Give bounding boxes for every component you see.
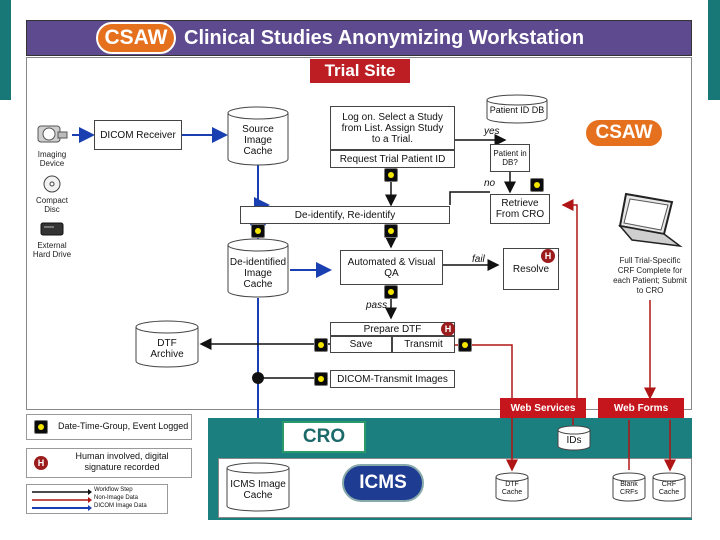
dtf-archive: DTF Archive: [135, 320, 199, 368]
device-label-hdd: External Hard Drive: [32, 241, 72, 259]
retrieve-from-cro-box: Retrieve From CRO: [490, 194, 550, 224]
icms-image-cache: ICMS Image Cache: [226, 462, 290, 512]
dicom-transmit-box: DICOM-Transmit Images: [330, 370, 455, 388]
event-dot-deid: [251, 224, 265, 238]
laptop-icon: [612, 190, 684, 252]
legend-line-samples: [32, 489, 92, 511]
legend-event-dot: [34, 420, 48, 434]
web-forms-label: Web Forms: [598, 398, 684, 418]
cro-title: CRO: [282, 421, 366, 453]
patient-id-db: Patient ID DB: [486, 94, 548, 124]
legend-event-box: [26, 414, 192, 440]
event-dot-qa: [384, 285, 398, 299]
right-accent-bar: [708, 0, 720, 100]
legend-human-badge: H: [34, 456, 48, 470]
header-title: Clinical Studies Anonymizing Workstation: [184, 27, 585, 49]
edge-label-yes: yes: [484, 126, 500, 137]
transmit-box: Transmit: [392, 336, 455, 353]
logon-box: Log on. Select a Study from List. Assign…: [330, 106, 455, 150]
event-dot-patient: [530, 178, 544, 192]
prepare-dtf-box: Prepare DTF: [330, 322, 455, 336]
human-badge-prepare: H: [441, 322, 455, 336]
hard-drive-icon: [40, 220, 64, 238]
dtf-cache: DTF Cache: [495, 472, 529, 502]
event-dot-transmit: [458, 338, 472, 352]
event-dot-dicom: [314, 372, 328, 386]
save-box: Save: [330, 336, 392, 353]
icms-oval: ICMS: [342, 464, 424, 502]
human-badge-resolve: H: [541, 249, 555, 263]
left-accent-bar: [0, 0, 11, 100]
web-services-label: Web Services: [500, 398, 586, 418]
edge-label-fail: fail: [472, 254, 485, 265]
edge-label-no: no: [484, 178, 496, 189]
deidentified-image-cache: De-identified Image Cache: [227, 238, 289, 298]
crf-note: Full Trial-Specific CRF Complete for eac…: [613, 256, 687, 295]
deidentify-box: De-identify, Re-identify: [240, 206, 450, 224]
source-image-cache: Source Image Cache: [227, 106, 289, 166]
legend-nonimage-label: Non-Image Data: [94, 495, 139, 501]
event-dot-request: [384, 168, 398, 182]
device-label-imaging: Imaging Device: [37, 150, 67, 168]
crf-cache: CRF Cache: [652, 472, 686, 502]
event-dot-deid-right: [384, 224, 398, 238]
legend-human-box: [26, 448, 192, 478]
blank-crfs-db: Blank CRFs: [612, 472, 646, 502]
event-dot-save: [314, 338, 328, 352]
compact-disc-icon: [43, 175, 61, 193]
dicom-receiver-box: DICOM Receiver: [94, 120, 182, 150]
imaging-device-icon: [36, 118, 68, 146]
device-label-cd: Compact Disc: [35, 196, 68, 214]
legend-dicom-label: DICOM Image Data: [94, 503, 147, 509]
csaw-badge: CSAW: [584, 118, 664, 148]
legend-workflow-label: Workflow Step: [94, 487, 133, 493]
patient-in-db-box: Patient in DB?: [490, 144, 530, 172]
csaw-logo: CSAW: [96, 22, 176, 54]
legend-human-label: Human involved, digital signature record…: [75, 451, 169, 472]
edge-label-pass: pass: [366, 300, 388, 311]
ids-db: IDs: [557, 425, 591, 451]
legend-event-label: Date-Time-Group, Event Logged: [58, 421, 189, 431]
trial-site-title: Trial Site: [309, 58, 411, 84]
